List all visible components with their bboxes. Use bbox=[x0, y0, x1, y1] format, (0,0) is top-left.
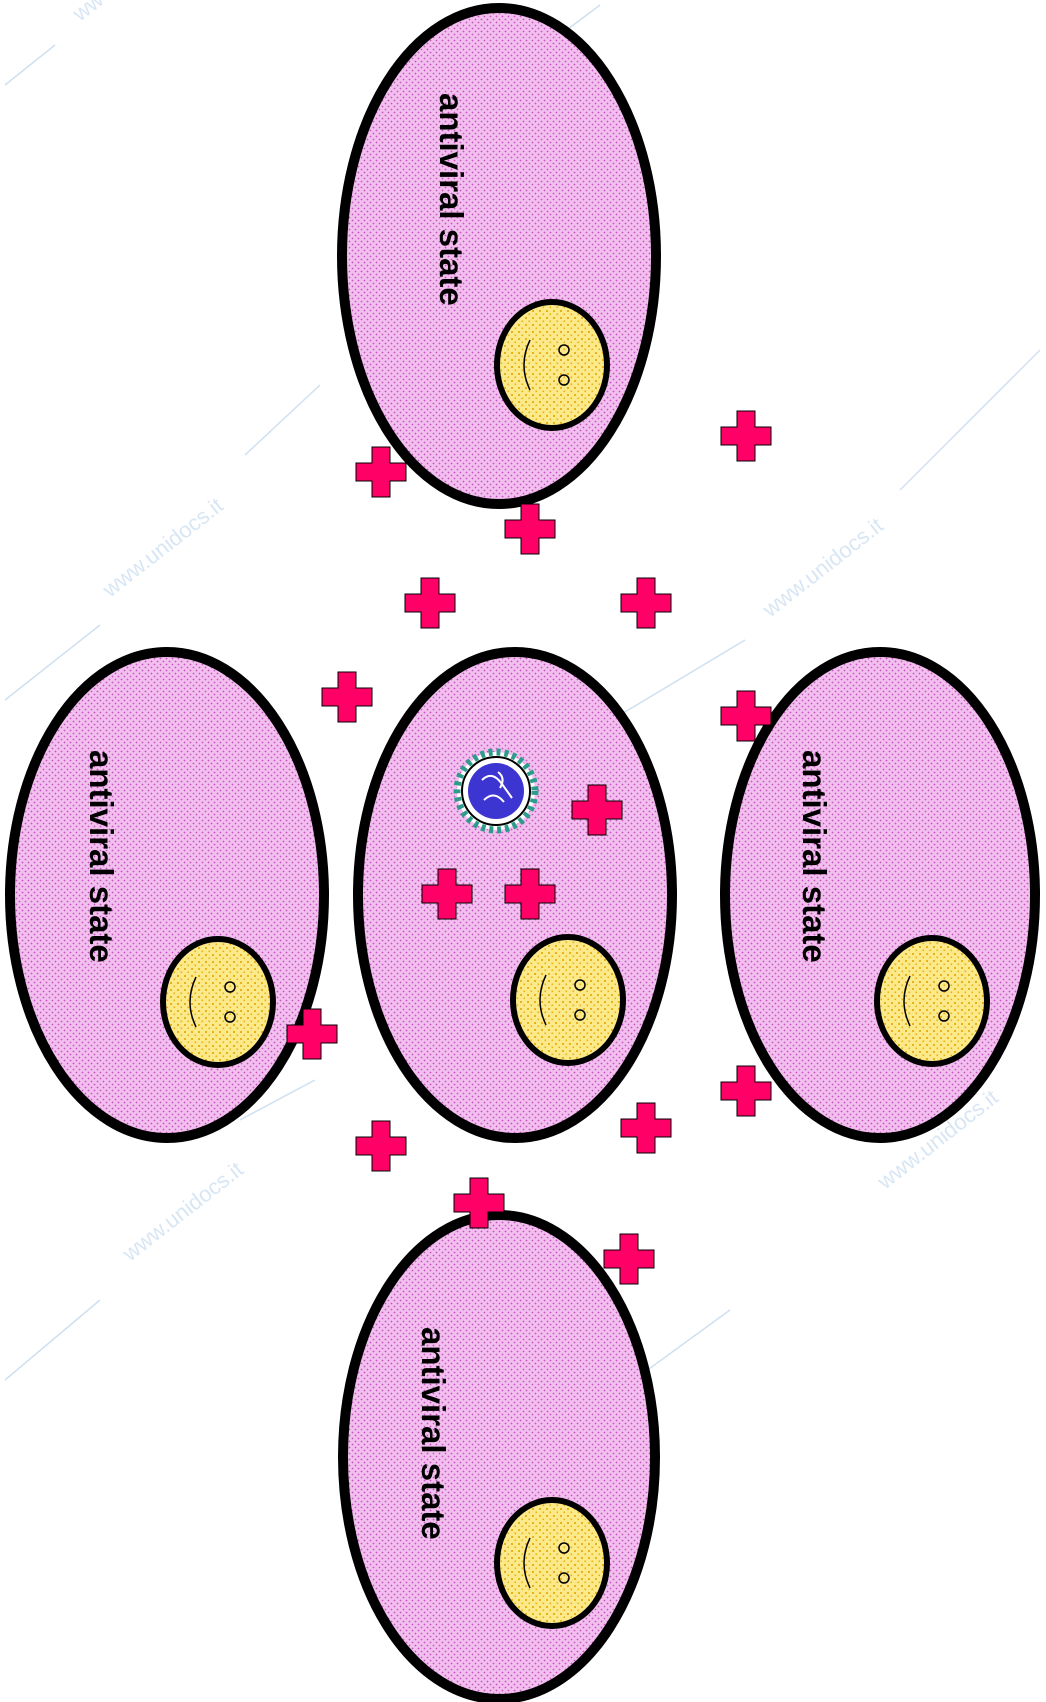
cell-right: antiviral state bbox=[720, 647, 1040, 1143]
cell-label-bottom: antiviral state bbox=[415, 1327, 452, 1540]
nucleus-top bbox=[497, 302, 607, 428]
cell-label-top: antiviral state bbox=[433, 93, 470, 306]
watermark-text-2: www.unidocs.it bbox=[757, 513, 888, 623]
cell-label-right: antiviral state bbox=[796, 750, 833, 963]
watermark-text-1: www.unidocs.it bbox=[97, 493, 228, 603]
virus-particle bbox=[453, 748, 539, 834]
cell-bottom: antiviral state bbox=[338, 1210, 660, 1702]
cell-top: antiviral state bbox=[337, 3, 661, 509]
cell-label-left: antiviral state bbox=[83, 750, 120, 963]
nucleus-right bbox=[877, 938, 987, 1064]
nucleus-center bbox=[513, 937, 623, 1063]
cell-left: antiviral state bbox=[5, 647, 329, 1143]
watermark-text-3: www.unidocs.it bbox=[117, 1157, 248, 1267]
nucleus-bottom bbox=[497, 1500, 607, 1626]
watermark-text-5: www.unidocs.it bbox=[67, 0, 198, 27]
nucleus-left bbox=[163, 939, 273, 1065]
